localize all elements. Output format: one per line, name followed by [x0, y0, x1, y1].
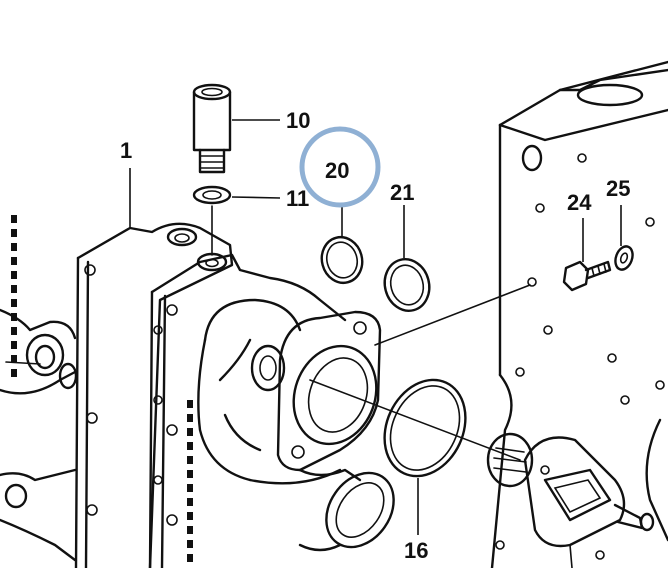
label-part-10: 10 [286, 108, 310, 133]
thermostat-housing [148, 252, 347, 568]
part-21-o-ring [383, 205, 431, 312]
label-part-1: 1 [120, 138, 132, 163]
right-engine-block [490, 60, 668, 568]
label-part-25: 25 [606, 176, 630, 201]
flange-plate [276, 310, 382, 472]
part-16-seal-ring [309, 284, 531, 535]
part-11-washer [192, 185, 281, 256]
label-part-11: 11 [286, 186, 309, 211]
part-10-nipple [192, 83, 280, 174]
label-part-24: 24 [567, 190, 592, 215]
label-part-16: 16 [404, 538, 428, 563]
part-20-o-ring [299, 126, 381, 285]
label-part-20: 20 [325, 158, 349, 183]
thermostat-unit [486, 432, 655, 568]
label-part-21: 21 [390, 180, 414, 205]
part-24-bolt [562, 218, 612, 292]
part-25-washer [614, 205, 634, 271]
left-block-fragment [0, 215, 78, 562]
part-1-gasket-plate [74, 222, 234, 568]
highlight-circle [299, 126, 381, 208]
outlet-pipe [298, 468, 395, 552]
